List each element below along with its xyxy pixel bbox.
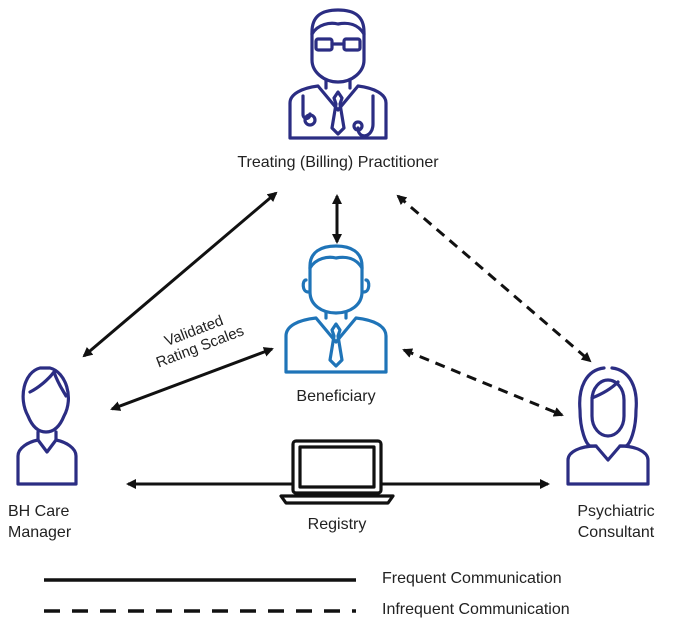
beneficiary-label: Beneficiary — [296, 388, 376, 405]
care-manager-label-line1: BH Care — [8, 503, 70, 520]
registry-label: Registry — [307, 516, 367, 533]
legend-infrequent-label: Infrequent Communication — [382, 601, 570, 618]
consultant-label-line1: Psychiatric — [577, 503, 655, 520]
doctor-icon — [288, 8, 388, 140]
laptop-icon — [279, 439, 395, 505]
care-manager-label-line2: Manager — [8, 524, 72, 541]
edge-care-manager-beneficiary — [110, 347, 274, 411]
patient-icon — [284, 244, 388, 374]
edge-practitioner-consultant — [396, 194, 592, 363]
practitioner-label: Treating (Billing) Practitioner — [237, 154, 439, 171]
female-care-manager-icon — [16, 366, 78, 486]
female-consultant-icon — [566, 366, 650, 486]
consultant-label-line2: Consultant — [577, 524, 655, 541]
legend-lines — [44, 578, 356, 613]
legend-frequent-label: Frequent Communication — [382, 570, 562, 587]
edge-practitioner-care-manager — [82, 191, 278, 358]
connectors — [82, 191, 592, 489]
edge-beneficiary-consultant — [402, 348, 564, 417]
